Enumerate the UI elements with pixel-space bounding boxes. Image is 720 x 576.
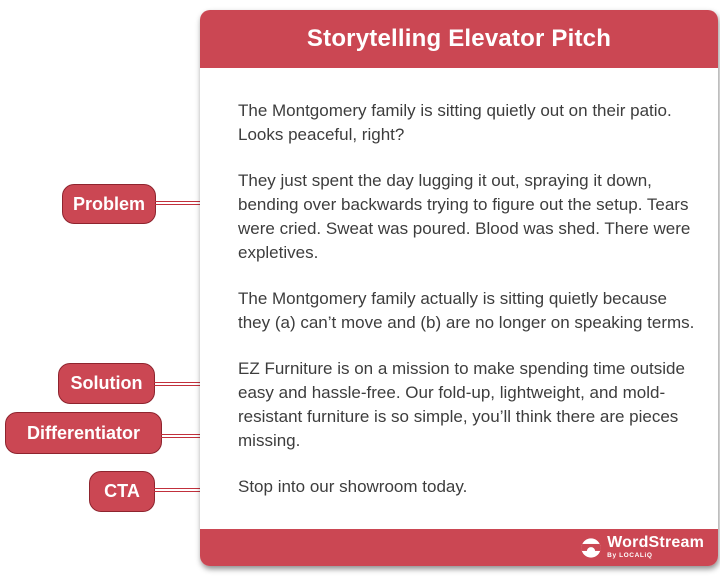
paragraph-problem-2: The Montgomery family actually is sittin… (238, 289, 695, 332)
wordstream-logo: WordStream By LOCALiQ (580, 535, 704, 560)
brand-byline: By LOCALiQ (607, 552, 653, 560)
wordstream-logo-text: WordStream By LOCALiQ (607, 535, 704, 560)
label-solution-text: Solution (70, 373, 143, 393)
label-problem: Problem (62, 184, 156, 224)
card-header: Storytelling Elevator Pitch (200, 10, 718, 68)
card-footer: WordStream By LOCALiQ (200, 529, 718, 566)
page-title: Storytelling Elevator Pitch (306, 25, 612, 52)
label-cta-text: CTA (104, 481, 140, 501)
label-cta: CTA (89, 471, 155, 512)
pitch-body: The Montgomery family is sitting quietly… (238, 68, 702, 529)
label-differentiator-text: Differentiator (26, 422, 140, 443)
brand-name: WordStream (607, 534, 704, 552)
label-solution: Solution (58, 363, 155, 404)
paragraph-problem: They just spent the day lugging it out, … (238, 171, 691, 262)
label-problem-text: Problem (72, 193, 146, 214)
wordstream-wave-circle-icon (580, 537, 602, 559)
label-differentiator: Differentiator (5, 412, 162, 454)
paragraph-cta: Stop into our showroom today. (238, 477, 468, 496)
pitch-card: Storytelling Elevator Pitch The Montgome… (200, 10, 718, 566)
paragraph-hook: The Montgomery family is sitting quietly… (238, 101, 672, 144)
paragraph-solution-differentiator: EZ Furniture is on a mission to make spe… (238, 359, 685, 450)
